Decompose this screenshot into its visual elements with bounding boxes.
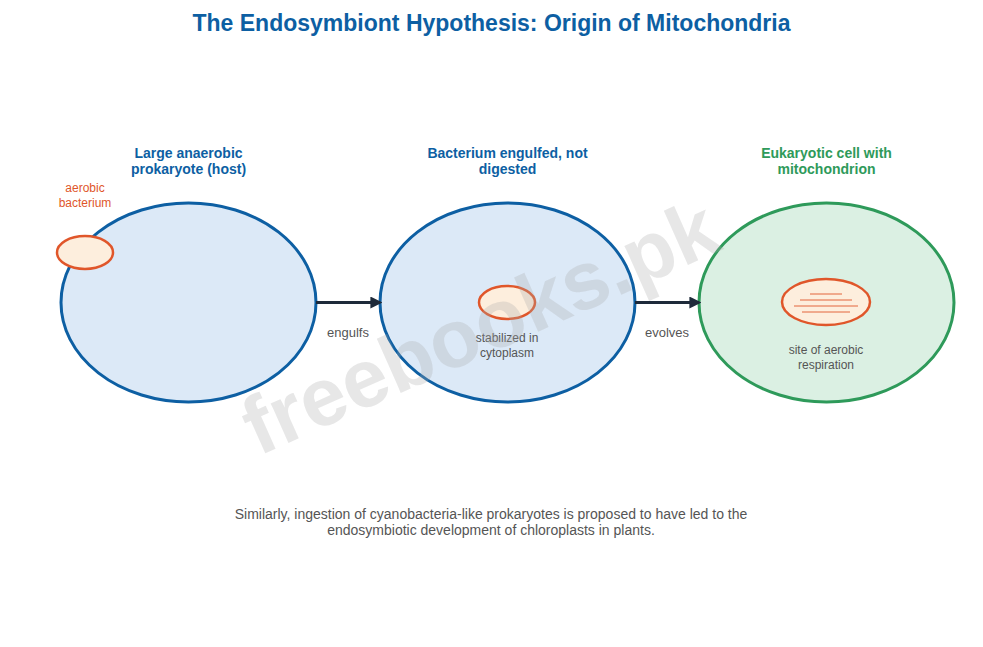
cell-membrane bbox=[61, 203, 316, 402]
cell-heading: Bacterium engulfed, not digested bbox=[418, 145, 598, 177]
arrow-label: engulfs bbox=[298, 325, 398, 340]
cell-membrane bbox=[782, 279, 870, 325]
cell-membrane bbox=[57, 236, 113, 269]
crista-line bbox=[794, 306, 858, 307]
process-arrow bbox=[635, 301, 699, 304]
cell-heading: Large anaerobic prokaryote (host) bbox=[99, 145, 279, 177]
diagram-caption: Similarly, ingestion of cyanobacteria-li… bbox=[211, 506, 771, 538]
crista-line bbox=[802, 312, 850, 313]
cell-heading: Eukaryotic cell with mitochondrion bbox=[737, 145, 917, 177]
cell-membrane bbox=[479, 286, 535, 319]
cell-outline bbox=[479, 286, 535, 319]
eukaryotic-cell: Eukaryotic cell with mitochondrionsite o… bbox=[699, 203, 954, 402]
bacterium-note: stabilized in cytoplasm bbox=[452, 331, 562, 361]
cell-outline bbox=[57, 236, 113, 269]
mitochondrion-note: site of aerobic respiration bbox=[761, 343, 891, 373]
cell-outline bbox=[782, 279, 870, 325]
aerobic-bacterium: aerobic bacterium bbox=[57, 236, 113, 269]
cell-membrane bbox=[699, 203, 954, 402]
watermark-text: freebooks.pk bbox=[169, 154, 792, 500]
process-arrow bbox=[316, 301, 380, 304]
host-cell: Large anaerobic prokaryote (host) bbox=[61, 203, 316, 402]
engulfed-bacterium: stabilized in cytoplasm bbox=[479, 286, 535, 319]
crista-line bbox=[810, 294, 842, 295]
cell-outline bbox=[61, 203, 316, 402]
host-cell: Bacterium engulfed, not digestedstabiliz… bbox=[380, 203, 635, 402]
cell-membrane bbox=[380, 203, 635, 402]
arrow-label: evolves bbox=[617, 325, 717, 340]
diagram-title: The Endosymbiont Hypothesis: Origin of M… bbox=[0, 10, 983, 37]
crista-line bbox=[800, 300, 852, 301]
mitochondrion: site of aerobic respiration bbox=[782, 279, 870, 325]
bacterium-label: aerobic bacterium bbox=[45, 181, 125, 211]
